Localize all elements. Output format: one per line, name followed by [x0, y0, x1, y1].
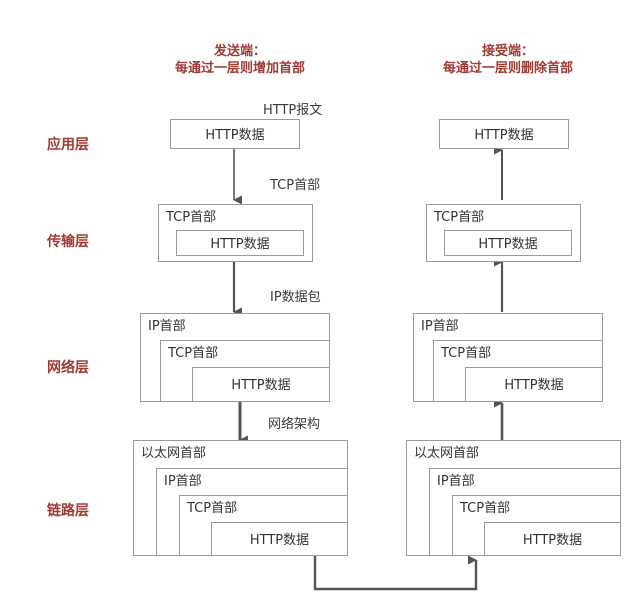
layer-label-link: 链路层 [47, 503, 89, 519]
left-link-ip-box: IP首部 TCP首部 HTTP数据 [156, 468, 348, 556]
left-network-http-data-box: HTTP数据 [192, 367, 330, 402]
left-network-tcp-box: TCP首部 HTTP数据 [160, 340, 330, 402]
left-transport-tcp-box: TCP首部 HTTP数据 [158, 204, 313, 262]
box-label-http-data: HTTP数据 [504, 378, 564, 393]
box-label-ip-header: IP首部 [437, 474, 475, 489]
left-app-http-data-box: HTTP数据 [170, 119, 300, 149]
box-label-ethernet-header: 以太网首部 [141, 446, 207, 461]
right-network-ip-box: IP首部 TCP首部 HTTP数据 [413, 313, 603, 402]
box-label-http-data: HTTP数据 [478, 237, 538, 252]
layer-label-application: 应用层 [47, 137, 89, 153]
right-link-http-data-box: HTTP数据 [484, 522, 621, 556]
caption-ip-packet: IP数据包 [270, 290, 321, 305]
box-label-http-data: HTTP数据 [231, 378, 291, 393]
right-link-tcp-box: TCP首部 HTTP数据 [452, 495, 621, 556]
box-label-tcp-header: TCP首部 [434, 210, 485, 225]
right-network-tcp-box: TCP首部 HTTP数据 [433, 340, 603, 402]
right-link-ethernet-box: 以太网首部 IP首部 TCP首部 HTTP数据 [406, 440, 621, 556]
box-label-http-data: HTTP数据 [249, 533, 310, 548]
box-label-http-data: HTTP数据 [210, 237, 270, 252]
arrow-wire-transfer [313, 555, 478, 591]
caption-network-arch: 网络架构 [268, 417, 321, 432]
caption-http-message: HTTP报文 [263, 103, 323, 118]
left-transport-http-data-box: HTTP数据 [176, 230, 304, 256]
box-label-tcp-header: TCP首部 [166, 210, 217, 225]
layer-label-network: 网络层 [47, 360, 89, 376]
layer-label-transport: 传输层 [47, 234, 89, 250]
box-label-ip-header: IP首部 [164, 474, 202, 489]
right-app-http-data-box: HTTP数据 [439, 119, 569, 149]
sender-heading-line1: 发送端： [213, 44, 266, 59]
receiver-heading-line1: 接受端： [481, 44, 534, 59]
box-label-ethernet-header: 以太网首部 [414, 446, 480, 461]
left-link-http-data-box: HTTP数据 [211, 522, 348, 556]
box-label-ip-header: IP首部 [148, 319, 186, 334]
receiver-heading: 接受端： 每通过一层则删除首部 [408, 43, 608, 77]
caption-tcp-header: TCP首部 [270, 178, 321, 193]
right-transport-tcp-box: TCP首部 HTTP数据 [426, 204, 581, 262]
box-label-tcp-header: TCP首部 [187, 501, 238, 516]
box-label-ip-header: IP首部 [421, 319, 459, 334]
sender-heading-line2: 每通过一层则增加首部 [174, 61, 305, 76]
right-network-http-data-box: HTTP数据 [465, 367, 603, 402]
left-link-ethernet-box: 以太网首部 IP首部 TCP首部 HTTP数据 [133, 440, 348, 556]
box-label-http-data: HTTP数据 [205, 128, 265, 143]
left-network-ip-box: IP首部 TCP首部 HTTP数据 [140, 313, 330, 402]
right-link-ip-box: IP首部 TCP首部 HTTP数据 [429, 468, 621, 556]
right-transport-http-data-box: HTTP数据 [444, 230, 572, 256]
receiver-heading-line2: 每通过一层则删除首部 [442, 61, 573, 76]
box-label-tcp-header: TCP首部 [441, 346, 492, 361]
box-label-tcp-header: TCP首部 [168, 346, 219, 361]
box-label-http-data: HTTP数据 [522, 533, 583, 548]
left-link-tcp-box: TCP首部 HTTP数据 [179, 495, 348, 556]
box-label-http-data: HTTP数据 [474, 128, 534, 143]
sender-heading: 发送端： 每通过一层则增加首部 [140, 43, 340, 77]
box-label-tcp-header: TCP首部 [460, 501, 511, 516]
